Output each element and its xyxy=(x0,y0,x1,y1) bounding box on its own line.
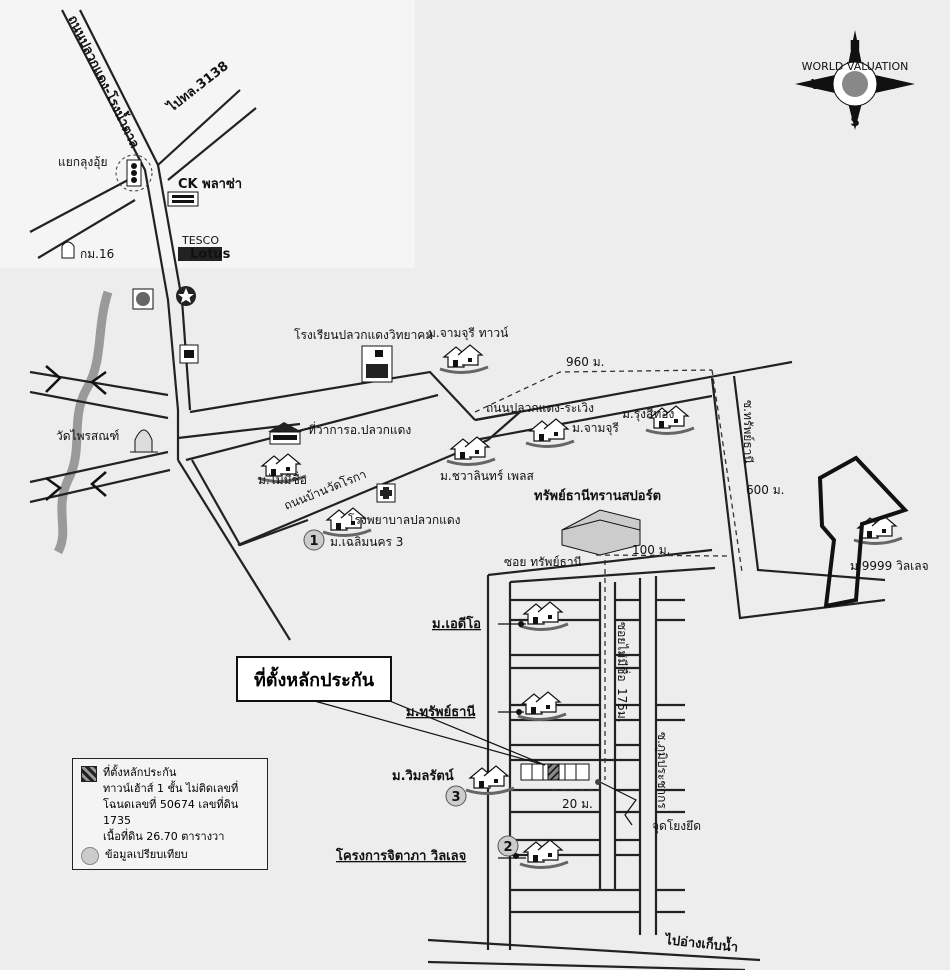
place-label: ม.ไม่มีชื่อ xyxy=(258,471,307,487)
place-label: ม.เฉลิมนคร 3 xyxy=(330,535,403,549)
house-icon xyxy=(438,343,490,375)
ck-plaza-icon xyxy=(167,191,199,207)
place-label: โครงการจิตาภา วิลเลจ xyxy=(335,847,466,864)
place-label: ม.ทรัพย์ธานี xyxy=(406,704,475,720)
place-label: ม.เอดีโอ xyxy=(432,615,481,632)
distance-label: 600 ม. xyxy=(746,483,784,497)
school-icon xyxy=(361,345,393,383)
place-label: โรงพยาบาลปลวกแดง xyxy=(348,513,461,527)
comparable-swatch xyxy=(81,847,99,865)
road-label: ซ.ทรัพย์ธานี xyxy=(741,400,755,464)
legend: ที่ตั้งหลักประกัน ทาวน์เฮ้าส์ 1 ชั้น ไม่… xyxy=(72,758,268,870)
collateral-swatch xyxy=(81,766,97,782)
collateral-townhouses xyxy=(520,763,590,781)
district-office-icon xyxy=(268,422,302,445)
comparable-marker-3: 3 xyxy=(445,785,467,807)
road-label: ไปอ่างเก็บน้ำ xyxy=(663,929,740,956)
legend-label: ข้อมูลเปรียบเทียบ xyxy=(105,848,188,861)
comparable-marker-1: 1 xyxy=(303,529,325,551)
place-label: ม.9999 วิลเลจ xyxy=(850,559,929,573)
house-icon xyxy=(464,764,516,796)
river xyxy=(53,290,113,555)
legend-item-collateral: ที่ตั้งหลักประกัน ทาวน์เฮ้าส์ 1 ชั้น ไม่… xyxy=(81,765,259,845)
svg-text:S: S xyxy=(850,115,859,130)
leader-lines xyxy=(299,623,637,859)
inset-area xyxy=(0,0,415,268)
gas-station-icon xyxy=(132,288,154,310)
svg-text:W: W xyxy=(811,78,825,93)
road-label: ถนนปลวกแดง-ระเวิง xyxy=(486,401,594,415)
villa-9999-area xyxy=(817,455,909,609)
collateral-callout: ที่ตั้งหลักประกัน xyxy=(236,656,392,702)
distance-label: 20 ม. xyxy=(562,797,593,811)
road-label: ซ.ภูมิประชากร xyxy=(654,732,669,809)
legend-item-comparable: ข้อมูลเปรียบเทียบ xyxy=(81,847,259,865)
svg-text:N: N xyxy=(850,39,861,54)
svg-text:E: E xyxy=(887,78,896,93)
distance-label: 960 ม. xyxy=(566,355,604,369)
place-label: Lotus xyxy=(190,247,231,262)
temple-icon xyxy=(130,429,158,453)
hospital-icon xyxy=(376,483,396,503)
place-label: วัดไพรสณฑ์ xyxy=(56,429,119,443)
junction-label: แยกลุงอุ้ย xyxy=(58,155,107,170)
tesco-lotus-icon xyxy=(178,247,222,261)
house-icon xyxy=(518,838,570,870)
km-marker-icon xyxy=(61,241,75,259)
place-label: ม.รุ่งสีทอง xyxy=(622,407,674,422)
svg-text:3: 3 xyxy=(451,790,460,805)
place-label: จุดโยงยึด xyxy=(652,819,701,834)
place-label: ทรัพย์ธานีทรานสปอร์ต xyxy=(534,488,661,504)
place-label: CK พลาซ่า xyxy=(178,177,242,192)
warehouse-icon xyxy=(561,509,641,556)
place-label: ม.ชวาลินทร์ เพลส xyxy=(440,469,534,483)
svg-text:WORLD VALUATION: WORLD VALUATION xyxy=(802,60,909,73)
place-label: โรงเรียนปลวกแดงวิทยาคม xyxy=(294,328,433,342)
house-icon xyxy=(518,600,570,632)
place-label: ม.จามจุรี xyxy=(572,421,619,436)
distance-lines xyxy=(474,369,743,791)
distance-label: 175ม. xyxy=(615,688,629,723)
place-label: ที่ว่าการอ.ปลวกแดง xyxy=(308,421,411,437)
place-label: กม.16 xyxy=(80,247,114,261)
distance-label: 100 ม. xyxy=(632,543,670,557)
place-label: ม.วิมลรัตน์ xyxy=(392,768,454,784)
svg-text:2: 2 xyxy=(503,840,512,855)
star-icon xyxy=(176,286,196,306)
bank-icon xyxy=(179,344,199,364)
legend-label: ที่ตั้งหลักประกัน ทาวน์เฮ้าส์ 1 ชั้น ไม่… xyxy=(103,766,239,843)
road-label: ซอยไม่มีชื่อ xyxy=(615,622,631,682)
svg-text:1: 1 xyxy=(309,534,318,549)
traffic-light-icon xyxy=(115,154,153,192)
compass-rose-icon: N S W E WORLD VALUATION xyxy=(795,30,915,130)
place-label: ม.จามจุรี ทาวน์ xyxy=(428,326,508,341)
road-label: ซอย ทรัพย์ธานี xyxy=(504,555,582,569)
comparable-marker-2: 2 xyxy=(497,835,519,857)
place-label: TESCO xyxy=(181,234,219,247)
bridge-icon xyxy=(45,365,107,501)
